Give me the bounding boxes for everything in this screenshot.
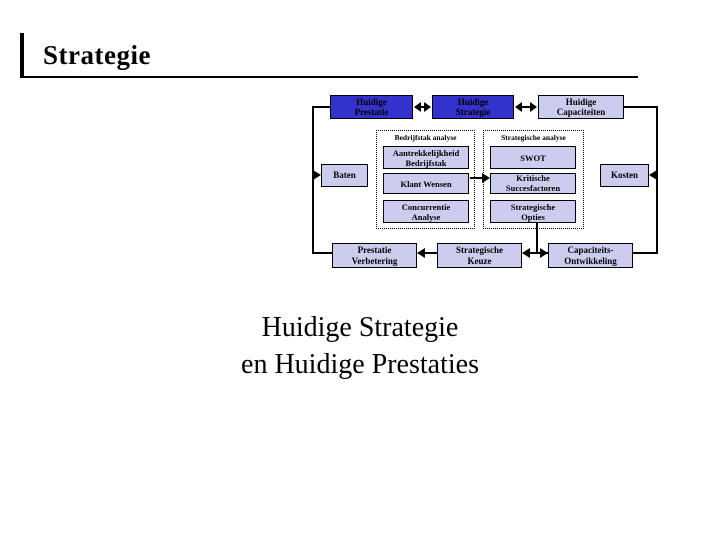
box-strategische-keuze: Strategische Keuze <box>437 243 522 268</box>
group-label: Bedrijfstak analyse <box>394 133 457 142</box>
group-bedrijfstak-analyse: Bedrijfstak analyse <box>376 130 475 229</box>
box-capaciteits-ontwikkeling: Capaciteits- Ontwikkeling <box>548 243 633 268</box>
box-label-line: Opties <box>521 211 545 222</box>
double-arrow-icon <box>414 102 431 112</box>
connector-top-left <box>312 106 330 108</box>
arrowhead-left-icon <box>515 102 522 112</box>
box-huidige-strategie: Huidige Strategie <box>432 95 514 119</box>
arrowhead-right-icon <box>424 102 431 112</box>
connector-left-vertical <box>312 106 314 254</box>
caption: Huidige Strategie en Huidige Prestaties <box>38 309 682 383</box>
box-label-line: Huidige <box>457 96 489 107</box>
box-prestatie-verbetering: Prestatie Verbetering <box>332 243 417 268</box>
arrowhead-into-verbetering-icon <box>417 248 425 258</box>
box-label-line: Kritische <box>516 173 550 183</box>
arrowhead-right-icon <box>530 102 537 112</box>
box-swot: SWOT <box>490 146 576 169</box>
box-label-line: Succesfactoren <box>505 182 561 193</box>
box-label-line: Huidige <box>565 96 597 107</box>
box-baten: Baten <box>321 164 368 187</box>
connector-right-vertical <box>656 106 658 254</box>
connector-bottom-left <box>312 252 332 254</box>
box-label-line: Prestatie <box>357 245 392 255</box>
connector-opties-down <box>536 223 538 254</box>
box-label-line: Keuze <box>467 255 492 266</box>
box-huidige-prestatie: Huidige Prestatie <box>330 95 413 119</box>
caption-line-1: Huidige Strategie <box>261 312 459 343</box>
box-label-line: Aantrekkelijkheid <box>392 147 460 158</box>
box-label-line: Strategische <box>456 245 503 255</box>
arrowhead-into-keuze-icon <box>522 248 530 258</box>
box-label-line: SWOT <box>520 152 546 163</box>
box-kritische-succesfactoren: Kritische Succesfactoren <box>490 173 576 194</box>
box-label-line: Prestatie <box>354 107 389 117</box>
arrowhead-into-kosten-icon <box>649 170 657 180</box>
box-label-line: Capaciteits- <box>567 245 614 255</box>
box-label-line: Ontwikkeling <box>564 255 617 266</box>
box-label-line: Strategische <box>510 201 556 212</box>
title-accent-bar <box>20 33 24 78</box>
arrowhead-into-kritische-icon <box>482 173 490 183</box>
group-label: Strategische analyse <box>501 133 566 142</box>
connector-bottom-right <box>633 252 658 254</box>
box-kosten: Kosten <box>600 164 649 187</box>
box-concurrentie-analyse: Concurrentie Analyse <box>383 200 469 223</box>
arrowhead-into-baten-icon <box>313 170 321 180</box>
connector-top-right <box>624 106 658 108</box>
connector-opties-split <box>523 252 549 254</box>
box-strategische-opties: Strategische Opties <box>490 200 576 223</box>
arrowhead-into-ontwikkeling-icon <box>540 248 548 258</box>
box-label-line: Kosten <box>611 170 638 181</box>
arrow-shaft <box>522 106 530 108</box>
box-label-line: Klant Wensen <box>400 178 452 189</box>
connector-keuze-verbetering <box>424 252 438 254</box>
box-label-line: Baten <box>333 170 356 181</box>
arrow-shaft <box>421 106 424 108</box>
box-label-line: Strategie <box>455 107 491 117</box>
box-label-line: Verbetering <box>351 255 398 266</box>
box-label-line: Concurrentie <box>401 201 451 212</box>
box-label-line: Huidige <box>356 96 387 107</box>
box-aantrekkelijkheid-bedrijfstak: Aantrekkelijkheid Bedrijfstak <box>383 146 469 169</box>
box-label-line: Bedrijfstak <box>405 157 447 168</box>
box-label-line: Capaciteiten <box>556 107 606 117</box>
box-huidige-capaciteiten: Huidige Capaciteiten <box>538 95 624 119</box>
box-label-line: Analyse <box>411 211 441 222</box>
connector-klant-kritische <box>470 177 484 179</box>
box-klant-wensen: Klant Wensen <box>383 173 469 194</box>
title-underline <box>20 76 638 78</box>
page-title: Strategie <box>43 40 151 70</box>
arrowhead-left-icon <box>414 102 421 112</box>
double-arrow-icon <box>515 102 537 112</box>
caption-line-2: en Huidige Prestaties <box>241 349 479 380</box>
